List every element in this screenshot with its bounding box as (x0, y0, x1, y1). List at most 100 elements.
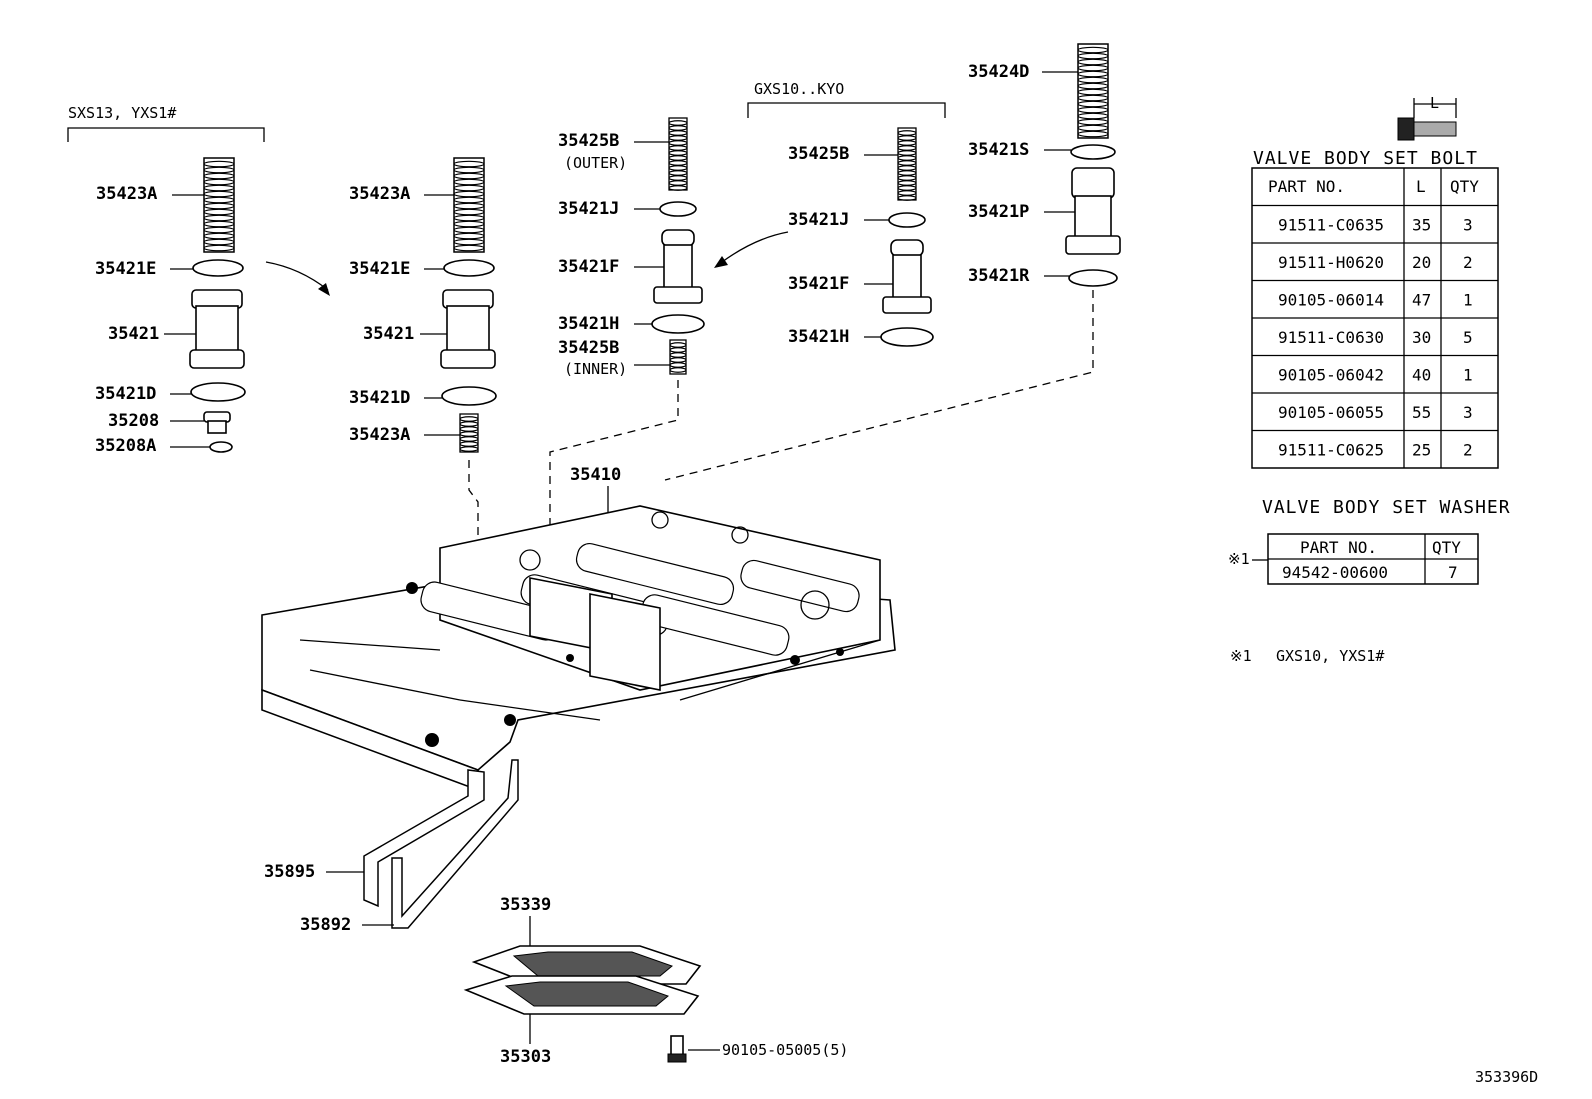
bolt-table-length: 35 (1412, 216, 1431, 235)
label-35421F-g3: 35421F (558, 257, 619, 277)
washer-table-header: PART NO. (1300, 538, 1377, 557)
sleeve-35421P (1065, 167, 1121, 255)
spring-35423A-g2-bottom (459, 413, 479, 453)
bolt-table-qty: 1 (1463, 291, 1473, 310)
arrow-g1-to-g2 (265, 261, 329, 291)
label-35421J-g4: 35421J (788, 210, 849, 230)
label-35425B-g3: 35425B (558, 131, 619, 151)
label-35208A: 35208A (95, 436, 156, 456)
bolt-table-length: 40 (1412, 366, 1431, 385)
spring-35424D (1077, 43, 1109, 139)
label-35208: 35208 (108, 411, 159, 431)
bolt-table-part-no: 91511-C0630 (1278, 328, 1384, 347)
bolt-table-qty: 2 (1463, 441, 1473, 460)
bolt-90105-05005: 90105-05005(5) (667, 1035, 848, 1063)
label-35421R: 35421R (968, 266, 1030, 286)
washer-table: VALVE BODY SET WASHER ※1 PART NO.QTY9454… (1228, 497, 1510, 585)
label-35410: 35410 (570, 465, 621, 485)
label-inner: (INNER) (564, 360, 627, 378)
part-group-3: 35425B (OUTER) 35421J 35421F 35421H 3542… (549, 117, 705, 540)
oring-35421E-g2 (443, 259, 495, 277)
pipe-35895: 35895 (264, 769, 485, 908)
bolt-table-part-no: 91511-C0635 (1278, 216, 1384, 235)
spring-35425B-g4 (897, 127, 917, 201)
strainer-35303: 35303 (463, 975, 700, 1067)
label-35423A-g2-top: 35423A (349, 184, 410, 204)
label-35421E-g1: 35421E (95, 259, 156, 279)
label-35895: 35895 (264, 862, 315, 882)
label-35421D-g1: 35421D (95, 384, 156, 404)
bolt-table-qty: 1 (1463, 366, 1473, 385)
label-35425B-inner: 35425B (558, 338, 619, 358)
group-label-left: SXS13, YXS1# (68, 104, 176, 122)
bolt-icon: L (1397, 94, 1457, 141)
bolt-table-part-no: 91511-C0625 (1278, 441, 1384, 460)
spring-35425B-outer (668, 117, 688, 191)
label-35421P: 35421P (968, 202, 1029, 222)
group-label-right: GXS10..KYO (754, 80, 844, 98)
gasket-35339: 35339 (471, 895, 702, 985)
sleeve-35421F-g4 (882, 239, 932, 314)
bolt-table-length: 55 (1412, 403, 1431, 422)
oring-35421H-g3 (651, 314, 705, 334)
label-35423A-g1: 35423A (96, 184, 157, 204)
bolt-dim-label: L (1430, 94, 1439, 112)
part-group-2: 35423A 35421E 35421 35421D 35423A (349, 157, 497, 548)
oring-35421R (1068, 269, 1118, 287)
label-35421F-g4: 35421F (788, 274, 849, 294)
part-group-4: 35425B 35421J 35421F 35421H (714, 127, 934, 347)
bolt-table-part-no: 90105-06014 (1278, 291, 1384, 310)
bolt-table-length: 25 (1412, 441, 1431, 460)
spring-35423A-g1 (203, 157, 235, 253)
washer-marker: ※1 (1228, 550, 1250, 568)
bolt-table-qty: 5 (1463, 328, 1473, 347)
label-35421J-g3: 35421J (558, 199, 619, 219)
washer-table-qty: 7 (1448, 563, 1458, 582)
bolt-table-part-no: 90105-06055 (1278, 403, 1384, 422)
spring-35425B-inner (669, 339, 687, 375)
bolt-table-qty: 3 (1463, 403, 1473, 422)
group-bracket-left: SXS13, YXS1# (67, 104, 265, 142)
label-35421H-g3: 35421H (558, 314, 619, 334)
bolt-table-title: VALVE BODY SET BOLT (1253, 148, 1478, 169)
arrow-g4-to-g3 (721, 231, 789, 263)
oring-35421E-g1 (192, 259, 244, 277)
bolt-table-header: QTY (1450, 177, 1479, 196)
bolt-table-length: 20 (1412, 253, 1431, 272)
label-35421D-g2: 35421D (349, 388, 410, 408)
pipe-35892: 35892 (300, 759, 519, 935)
oring-35421D-g1 (190, 382, 246, 402)
spring-35423A-g2-top (453, 157, 485, 253)
label-35424D: 35424D (968, 62, 1029, 82)
part-group-1: 35423A 35421E 35421 35421D 35208 35208A (95, 157, 330, 456)
footnote: ※1 GXS10, YXS1# (1230, 647, 1384, 665)
label-35423A-g2-bottom: 35423A (349, 425, 410, 445)
footnote-text: GXS10, YXS1# (1276, 647, 1384, 665)
group-bracket-right: GXS10..KYO (747, 80, 946, 118)
footnote-marker: ※1 (1230, 647, 1252, 665)
label-outer: (OUTER) (564, 154, 627, 172)
bolt-table-header: L (1416, 177, 1426, 196)
oring-35421J-g4 (888, 212, 926, 228)
oring-35421J-g3 (659, 201, 697, 217)
label-35421H-g4: 35421H (788, 327, 849, 347)
oring-35421D-g2 (441, 386, 497, 406)
bolt-table-length: 47 (1412, 291, 1431, 310)
label-35421S: 35421S (968, 140, 1029, 160)
sleeve-35421F-g3 (653, 229, 703, 304)
diagram-id: 353396D (1475, 1068, 1538, 1086)
bolt-table-length: 30 (1412, 328, 1431, 347)
part-group-5: 35424D 35421S 35421P 35421R (664, 43, 1121, 481)
washer-table-header: QTY (1432, 538, 1461, 557)
bolt-table-header: PART NO. (1268, 177, 1345, 196)
sleeve-35421-g2 (440, 289, 496, 369)
label-35303: 35303 (500, 1047, 551, 1067)
plug-35208 (203, 411, 231, 434)
label-35339: 35339 (500, 895, 551, 915)
bolt-table-qty: 3 (1463, 216, 1473, 235)
ring-35208A (209, 441, 233, 453)
oring-35421H-g4 (880, 327, 934, 347)
label-35425B-g4: 35425B (788, 144, 849, 164)
bolt-table: L VALVE BODY SET BOLT PART NO. L QTY 91511-… (1251, 94, 1499, 469)
